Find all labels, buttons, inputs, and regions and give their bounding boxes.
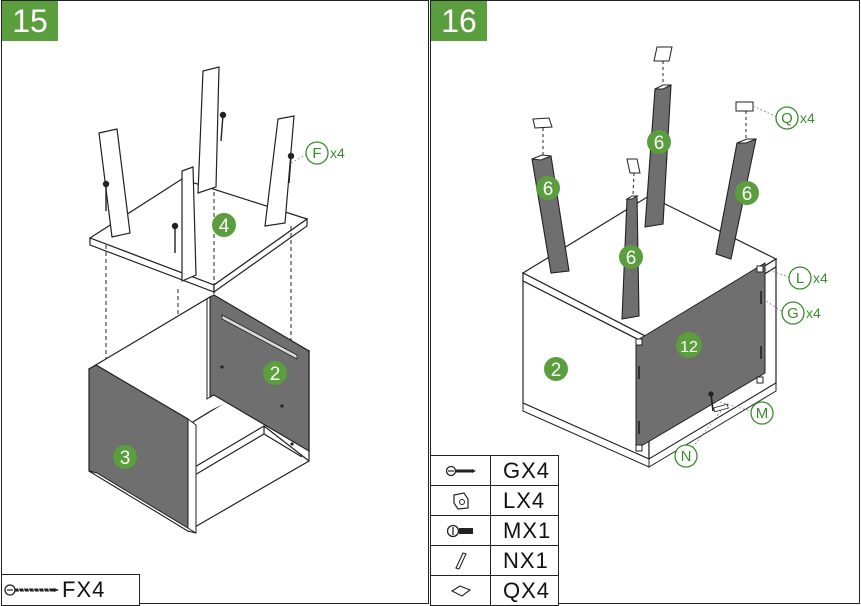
svg-text:6: 6 [654,133,665,154]
legend-code: GX4 [503,457,551,483]
part-label-3: 3 [113,445,137,469]
svg-text:L: L [796,270,804,287]
svg-text:4: 4 [219,216,230,237]
svg-text:M: M [756,405,769,422]
callout-g: G x4 [762,298,821,325]
callout-q: Q x4 [752,105,815,130]
svg-text:2: 2 [551,360,562,381]
legend-row: GX4 [431,456,558,486]
pad-icon [431,576,491,606]
cabinet-body [87,294,311,534]
legend-code: QX4 [503,578,551,603]
step-15-panel: 15 [1,0,429,604]
svg-text:x4: x4 [813,270,828,286]
callout-n: N [674,410,722,468]
svg-text:Q: Q [781,110,793,127]
leg [98,66,295,282]
pin-icon [431,546,491,575]
legend-code: NX1 [503,547,549,573]
step-16-diagram: 6 6 6 6 2 12 Q x4 L x4 G x4 [521,46,828,468]
legend-row: MX1 [431,516,558,546]
leg-top [531,84,757,200]
legend-row: LX4 [431,486,558,516]
q-pad [532,46,754,174]
step-number-badge: 15 [2,1,58,41]
part-label-6: 6 [735,181,759,205]
step-15-diagram: 4 2 3 F x4 [87,66,345,534]
svg-text:F: F [312,145,321,162]
legend-row: QX4 [431,576,558,606]
long-screw-icon [2,575,62,605]
svg-text:6: 6 [543,179,554,200]
svg-text:x4: x4 [800,110,815,126]
legend-row: FX4 [2,575,139,605]
callout-m: M [715,400,774,425]
part-label-6: 6 [536,176,560,200]
svg-text:x4: x4 [330,145,345,161]
screw-icon [431,456,491,485]
step-16-panel: 16 [430,0,860,604]
part-label-6: 6 [647,130,671,154]
callout-f: F x4 [290,141,345,165]
svg-text:3: 3 [120,448,131,469]
svg-text:2: 2 [270,364,281,385]
legend-code: FX4 [62,577,106,602]
legend-code: MX1 [503,517,552,543]
legend-row: NX1 [431,546,558,576]
step-16-hardware-legend: GX4 LX4 MX1 NX1 [430,455,559,606]
svg-text:6: 6 [626,248,637,269]
legend-code: LX4 [503,487,546,513]
part-label-2: 2 [544,357,568,381]
bolt-icon [431,516,491,545]
leg-screw [102,111,295,253]
step-15-hardware-legend: FX4 [1,574,140,606]
svg-text:N: N [681,448,692,465]
part-label-6: 6 [619,245,643,269]
bracket-icon [431,486,491,515]
svg-text:x4: x4 [806,305,821,321]
svg-text:12: 12 [680,339,698,356]
part-label-4: 4 [212,213,236,237]
svg-text:6: 6 [742,184,753,205]
callout-l: L x4 [764,266,828,290]
svg-text:G: G [787,305,799,322]
part-label-12: 12 [676,332,702,358]
step-number-badge: 16 [431,1,487,41]
part-label-2: 2 [263,361,287,385]
